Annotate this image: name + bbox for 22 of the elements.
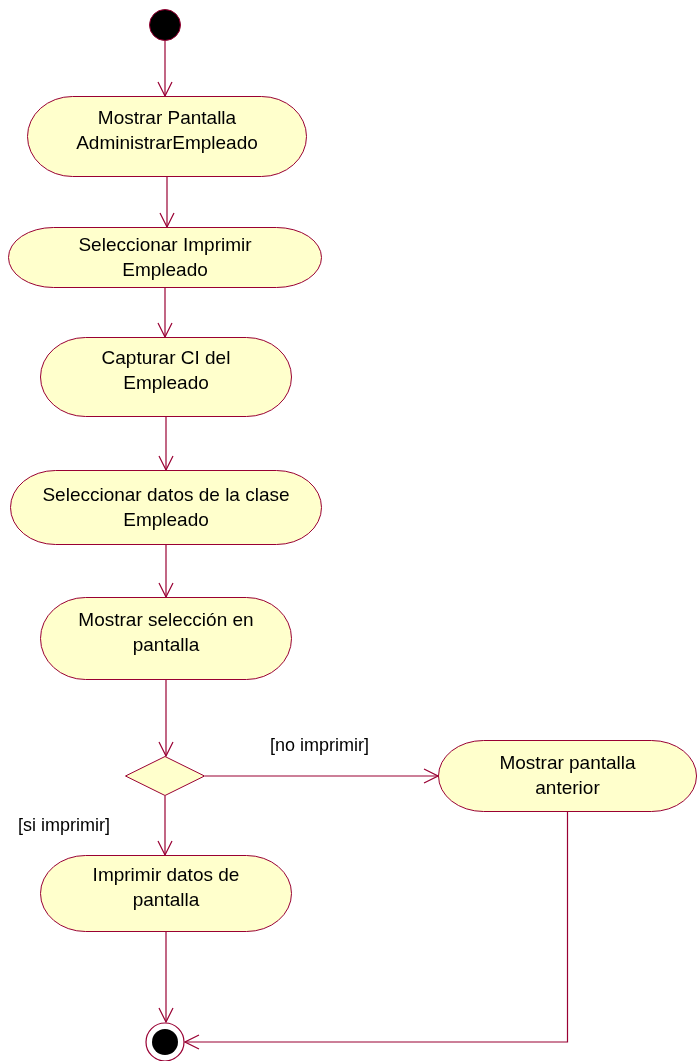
- activity-label: Seleccionar Imprimir Empleado: [77, 232, 253, 282]
- arrow: [159, 176, 175, 228]
- activity-label: Mostrar selección en pantalla: [77, 607, 255, 657]
- initial-node: [149, 9, 181, 41]
- arrow: [157, 795, 173, 856]
- arrow: [157, 287, 173, 338]
- edge-label: [no imprimir]: [268, 735, 371, 756]
- arrow: [184, 811, 569, 1050]
- activity-label: Seleccionar datos de la clase Empleado: [41, 482, 291, 532]
- activity-label: Mostrar Pantalla AdministrarEmpleado: [75, 105, 259, 155]
- edge-label: [si imprimir]: [16, 815, 112, 836]
- activity-label: Mostrar pantalla anterior: [498, 751, 637, 800]
- activity-label: Imprimir datos de pantalla: [91, 862, 241, 912]
- arrow: [158, 416, 174, 471]
- activity-label: Capturar CI del Empleado: [100, 346, 232, 395]
- arrow: [158, 544, 174, 598]
- arrow: [157, 40, 173, 97]
- arrow: [158, 679, 174, 757]
- final-node: [145, 1022, 185, 1061]
- arrow: [158, 931, 174, 1023]
- decision-diamond: [125, 756, 205, 796]
- arrow: [204, 768, 439, 784]
